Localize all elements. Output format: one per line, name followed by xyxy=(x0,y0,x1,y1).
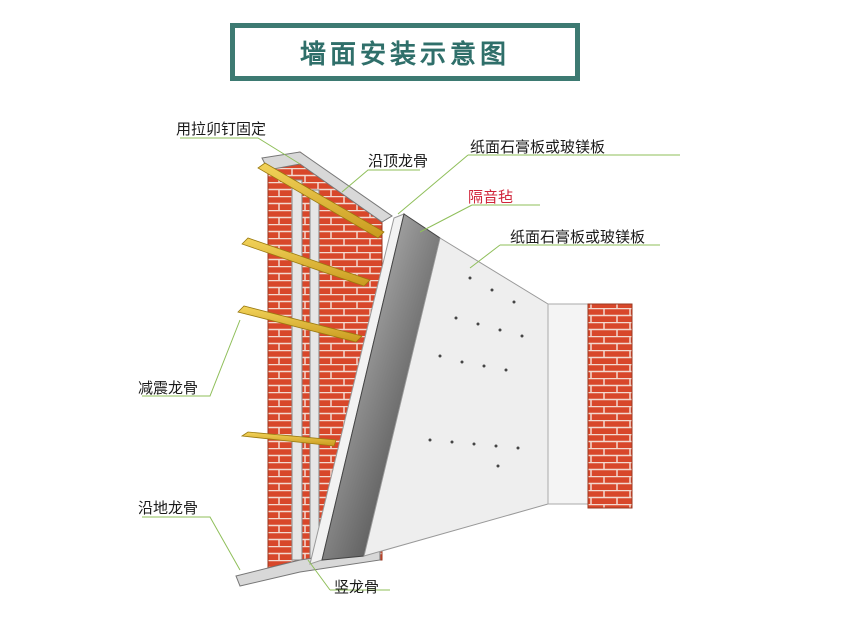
label-damping-keel: 减震龙骨 xyxy=(138,379,199,397)
title-box: 墙面安装示意图 xyxy=(230,23,580,81)
screw-dots xyxy=(428,276,524,468)
label-board-inner: 纸面石膏板或玻镁板 xyxy=(510,228,646,246)
label-vertical-keel: 竖龙骨 xyxy=(334,578,380,596)
label-top-keel: 沿顶龙骨 xyxy=(368,152,429,170)
label-rivet: 用拉卯钉固定 xyxy=(176,120,267,138)
leader-lines xyxy=(142,137,680,591)
damping-keels xyxy=(237,162,385,447)
label-board-outer: 纸面石膏板或玻镁板 xyxy=(470,138,606,156)
label-floor-keel: 沿地龙骨 xyxy=(138,499,199,517)
label-felt: 隔音毡 xyxy=(468,188,514,206)
end-wall-board xyxy=(547,303,589,505)
end-brick-wall xyxy=(587,303,633,509)
diagram-title: 墙面安装示意图 xyxy=(299,39,510,70)
